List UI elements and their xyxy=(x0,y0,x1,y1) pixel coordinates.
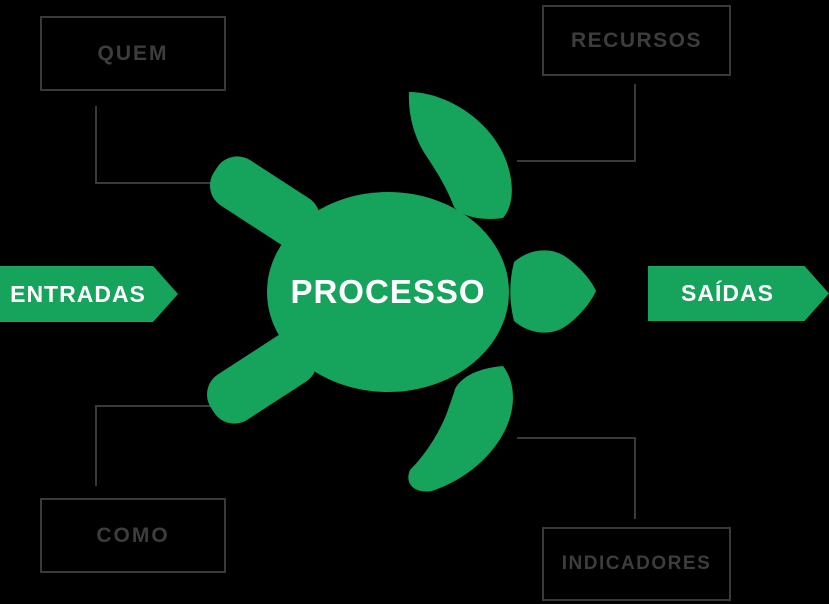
turtle-flipper-bottom-right xyxy=(408,366,513,492)
connector-recursos-horizontal xyxy=(517,160,636,162)
turtle-body xyxy=(267,192,509,392)
connector-como-horizontal xyxy=(95,405,216,407)
box-quem-label: QUEM xyxy=(97,41,169,65)
box-como: COMO xyxy=(40,498,226,573)
box-quem: QUEM xyxy=(40,16,226,91)
saidas-arrow-label: SAÍDAS xyxy=(681,280,774,306)
connector-indicadores-horizontal xyxy=(517,437,636,439)
entradas-arrow-label: ENTRADAS xyxy=(10,280,146,307)
box-recursos-label: RECURSOS xyxy=(570,28,703,52)
process-center-label: PROCESSO xyxy=(290,273,486,310)
connector-quem-vertical xyxy=(95,106,97,184)
entradas-arrow: ENTRADAS xyxy=(0,266,178,322)
turtle-flipper-bottom-left xyxy=(207,332,317,424)
box-indicadores: INDICADORES xyxy=(542,527,731,601)
connector-indicadores-vertical xyxy=(634,437,636,519)
box-recursos: RECURSOS xyxy=(542,5,731,76)
box-como-label: COMO xyxy=(96,523,170,547)
connector-quem-horizontal xyxy=(95,182,216,184)
box-indicadores-label: INDICADORES xyxy=(561,553,712,574)
turtle-flipper-top-left xyxy=(210,156,320,248)
saidas-arrow: SAÍDAS xyxy=(648,266,829,321)
connector-como-vertical xyxy=(95,405,97,486)
turtle-head xyxy=(510,250,596,333)
turtle-flipper-top-right xyxy=(408,92,512,219)
connector-recursos-vertical xyxy=(634,84,636,162)
